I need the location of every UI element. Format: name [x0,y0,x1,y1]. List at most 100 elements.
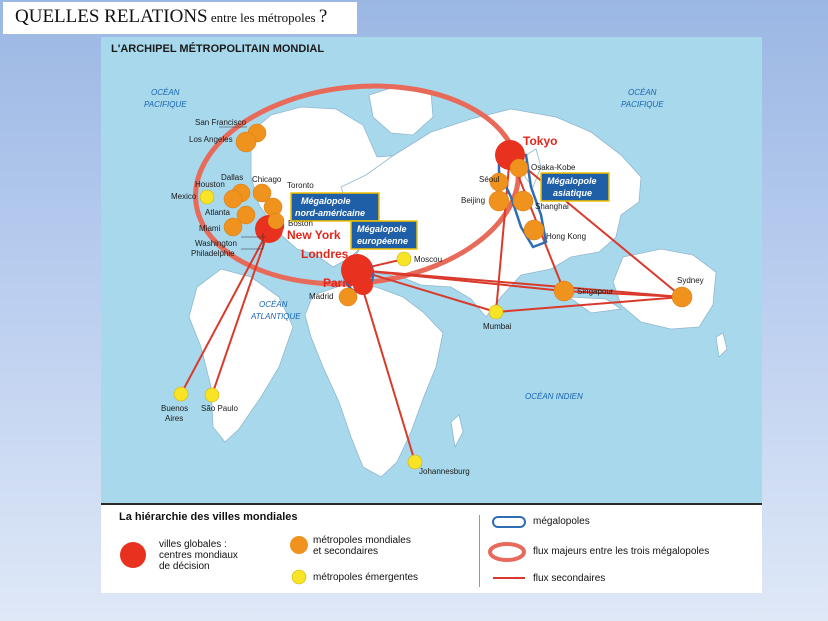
city-sao-paulo-marker [204,387,220,403]
legend: La hiérarchie des villes mondiales ville… [101,503,762,593]
emerging-metropoles [173,189,504,470]
megalopole-na-bg [290,192,380,222]
label-buenos-aires-1: Buenos [161,404,188,413]
city-boston-marker [267,212,285,230]
world-metropoles [223,123,693,308]
label-houston: Houston [195,180,225,189]
flow-londres-sydney [356,269,683,298]
legend-title: La hiérarchie des villes mondiales [119,511,298,523]
city-los-angeles-marker [235,131,257,153]
legend-megalopole-icon [492,516,526,528]
legend-global-city-icon [120,542,146,568]
flow-mumbai-sydney [495,296,683,313]
flow-tokyo-sydney [509,154,683,298]
city-paris-marker [353,275,373,295]
city-mexico-marker [199,189,215,205]
label-sydney: Sydney [677,276,704,285]
ocean-atlantic-2: ATLANTIQUE [250,312,301,321]
legend-secondary-flow-icon [493,577,525,579]
label-new-york: New York [287,228,341,242]
label-beijing: Beijing [461,196,485,205]
legend-megalopole-label: mégalopoles [533,516,590,527]
city-atlanta-marker [236,205,256,225]
legend-world-metropole-label: métropoles mondiales et secondaires [313,535,411,557]
slide-title-sub: entre les métropoles [207,10,319,25]
label-chicago: Chicago [252,175,282,184]
city-moscou-marker [396,251,412,267]
flow-londres-mumbai [356,269,497,313]
megalopole-na-line1: Mégalopole [301,196,351,206]
world-map: OCÉAN PACIFIQUE OCÉAN PACIFIQUE OCÉAN AT… [101,37,762,503]
ocean-pacific-right-2: PACIFIQUE [621,100,664,109]
label-washington: Washington [195,239,237,248]
legend-divider [479,515,480,587]
label-los-angeles: Los Angeles [189,135,233,144]
ocean-atlantic-1: OCÉAN [259,300,288,309]
label-londres: Londres [301,247,349,261]
megalopole-asia-box: Mégalopole asiatique [540,172,610,202]
city-johannesburg-marker [407,454,423,470]
label-philadelphia: Philadelphie [191,249,235,258]
city-houston-marker [223,189,243,209]
label-tokyo: Tokyo [523,134,557,148]
megalopole-eu-bg [350,220,418,250]
flow-singapour-sydney [563,290,683,298]
legend-world-metropole-icon [290,536,308,554]
australia-land [612,248,717,330]
madagascar-land [450,414,464,449]
ocean-pacific-left-2: PACIFIQUE [144,100,187,109]
megalopole-na-line2: nord-américaine [295,208,365,218]
label-buenos-aires-2: Aires [165,414,183,423]
city-chicago-marker [252,183,272,203]
city-osaka-marker [509,158,529,178]
city-sydney-marker [671,286,693,308]
label-shanghai: Shanghai [535,202,569,211]
ocean-pacific-right-1: OCÉAN [628,88,657,97]
megalopole-asia-line2: asiatique [553,188,592,198]
map-panel: OCÉAN PACIFIQUE OCÉAN PACIFIQUE OCÉAN AT… [101,37,762,593]
label-atlanta: Atlanta [205,208,230,217]
label-mexico: Mexico [171,192,197,201]
label-boston: Boston [288,219,313,228]
map-title: L'ARCHIPEL MÉTROPOLITAIN MONDIAL [111,43,325,55]
label-dallas: Dallas [221,173,243,182]
label-san-francisco: San Francisco [195,118,247,127]
legend-emerging-label: métropoles émergentes [313,572,419,583]
label-miami: Miami [199,224,221,233]
label-singapour: Singapour [577,287,614,296]
label-moscou: Moscou [414,255,442,264]
legend-global-city-label: villes globales : centres mondiaux de dé… [159,539,238,572]
legend-major-flow-icon [488,542,526,562]
city-toronto-marker [263,197,283,217]
slide-title-question-mark: ? [318,6,328,27]
legend-secondary-flow-label: flux secondaires [533,573,606,584]
city-buenos-aires-marker [173,386,189,402]
city-mumbai-marker [488,304,504,320]
megalopole-asia-bg [540,172,610,202]
city-miami-marker [223,217,243,237]
city-beijing-marker [488,190,510,212]
ocean-indian: OCÉAN INDIEN [525,392,583,401]
megalopole-na-box: Mégalopole nord-américaine [290,192,380,222]
megalopole-eu-line2: européenne [357,236,408,246]
slide-title-main: QUELLES RELATIONS [15,6,208,27]
label-mumbai: Mumbai [483,322,512,331]
city-singapour-marker [553,280,575,302]
label-madrid: Madrid [309,292,333,301]
africa-land [304,284,444,478]
ocean-pacific-left-1: OCÉAN [151,88,180,97]
flow-newyork-buenos-aires [180,228,270,395]
label-toronto: Toronto [287,181,314,190]
megalopole-eu-box: Mégalopole européenne [350,220,418,250]
city-hong-kong-marker [523,219,545,241]
legend-major-flow-label: flux majeurs entre les trois mégalopoles [533,546,710,557]
label-johannesburg: Johannesburg [419,467,470,476]
label-paris: Paris [323,276,353,290]
label-hong-kong: Hong Kong [546,232,586,241]
new-zealand-land [715,332,728,358]
flow-londres-johannesburg [356,269,416,463]
slide-title: QUELLES RELATIONS entre les métropoles ? [3,2,357,34]
megalopole-eu-line1: Mégalopole [357,224,407,234]
megalopole-asia-line1: Mégalopole [547,176,597,186]
legend-emerging-icon [291,569,307,585]
